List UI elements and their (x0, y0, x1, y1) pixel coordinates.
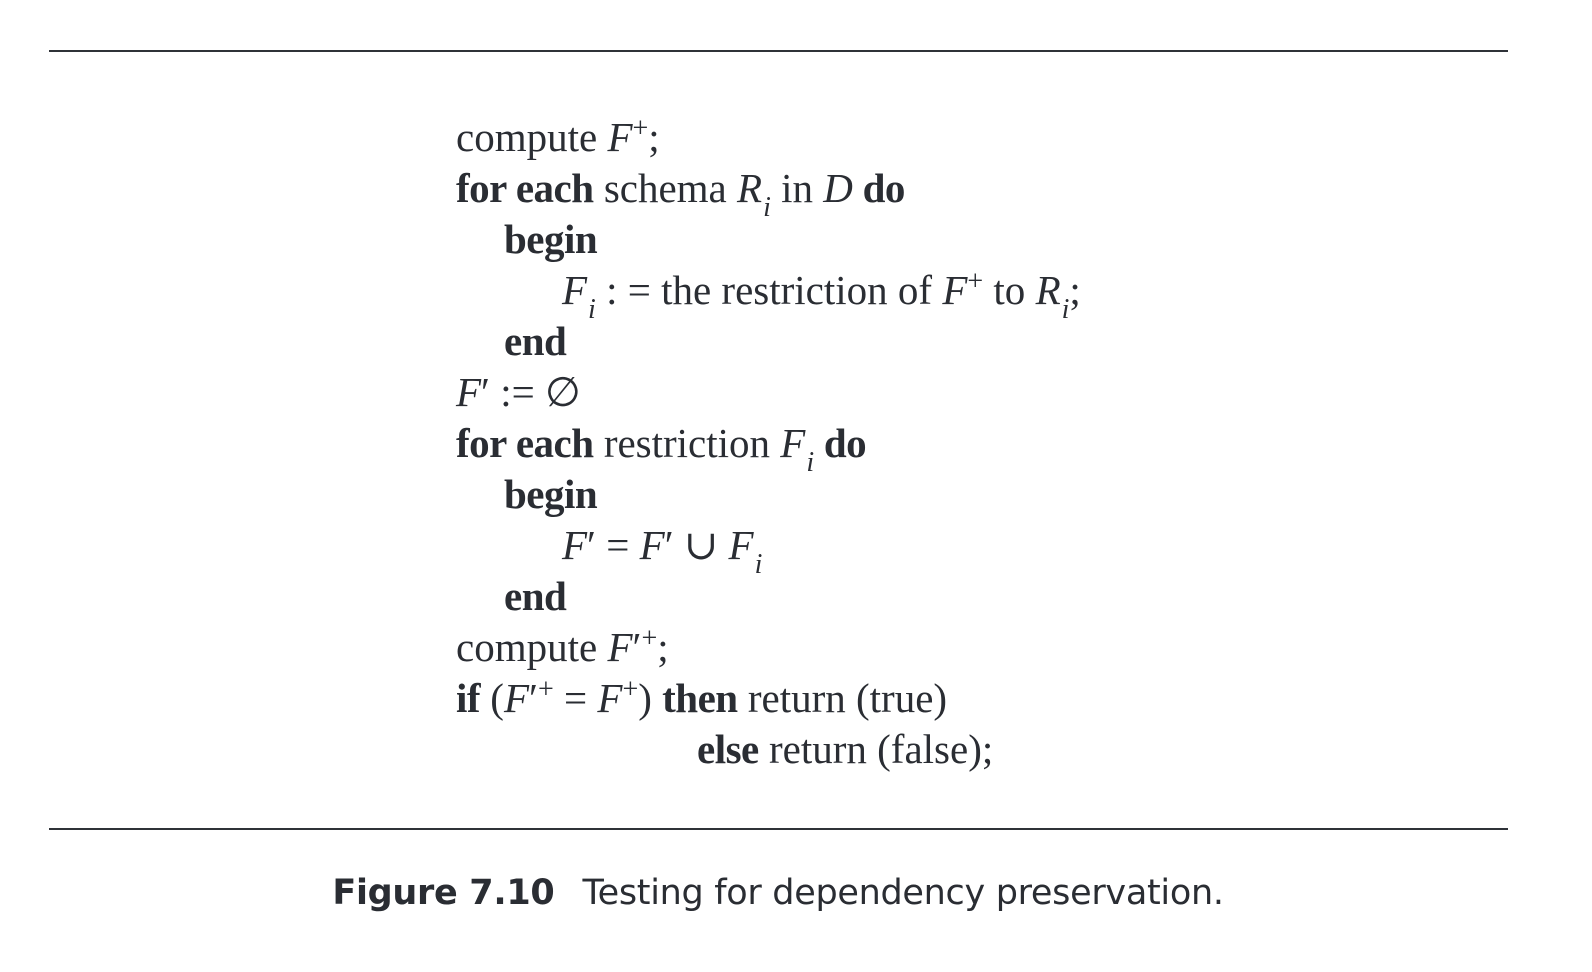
text: return (false); (758, 726, 994, 772)
text: := ∅ (490, 369, 581, 415)
algo-line-9: F′ = F′ ∪ Fi (456, 520, 1081, 580)
variable-f: F (639, 522, 665, 568)
text: = (553, 675, 598, 721)
text: compute (456, 624, 608, 670)
prime-mark: ′ (587, 522, 597, 568)
prime-mark: ′ (632, 624, 642, 670)
algorithm-block: compute F+; for each schema Ri in D do b… (456, 112, 1081, 775)
algo-line-5: end (456, 316, 1081, 367)
text: compute (456, 114, 608, 160)
text: return (true) (737, 675, 948, 721)
keyword-for-each: for each (456, 420, 594, 466)
keyword-then: then (662, 675, 738, 721)
keyword-do: do (852, 165, 906, 211)
superscript-plus: + (632, 113, 649, 144)
variable-f: F (503, 675, 529, 721)
keyword-do: do (814, 420, 867, 466)
text: = (596, 522, 640, 568)
algo-line-7: for each restriction Fi do (456, 418, 1081, 478)
text: ; (1069, 267, 1081, 313)
variable-f: F (456, 369, 482, 415)
keyword-end: end (504, 573, 567, 619)
keyword-for-each: for each (456, 165, 594, 211)
variable-r: R (1035, 267, 1061, 313)
keyword-if: if (456, 675, 481, 721)
prime-mark: ′ (481, 369, 491, 415)
algo-line-12: if (F′+ = F+) then return (true) (456, 673, 1081, 724)
variable-r: R (737, 165, 763, 211)
algo-line-3: begin (456, 214, 1081, 265)
caption-text: Testing for dependency preservation. (582, 873, 1224, 913)
subscript-i: i (763, 192, 771, 223)
text: restriction (593, 420, 781, 466)
subscript-i: i (588, 294, 596, 325)
variable-f: F (728, 522, 754, 568)
algo-line-11: compute F′+; (456, 622, 1081, 673)
subscript-i: i (754, 549, 763, 580)
algo-line-10: end (456, 571, 1081, 622)
algo-line-8: begin (456, 469, 1081, 520)
algo-line-2: for each schema Ri in D do (456, 163, 1081, 223)
keyword-begin: begin (504, 471, 598, 517)
text: ; (648, 114, 660, 160)
superscript-plus: + (537, 674, 554, 705)
figure-label: Figure 7.10 (332, 873, 555, 913)
variable-f: F (562, 267, 588, 313)
prime-mark: ′ (664, 522, 674, 568)
algo-line-4: Fi : = the restriction of F+ to Ri; (456, 265, 1081, 325)
superscript-plus: + (641, 623, 658, 654)
variable-f: F (942, 267, 968, 313)
text: ∪ (673, 522, 729, 568)
algo-line-13: else return (false); (456, 724, 1081, 775)
variable-f: F (562, 522, 588, 568)
prime-mark: ′ (529, 675, 538, 721)
keyword-end: end (504, 318, 567, 364)
subscript-i: i (1061, 294, 1070, 325)
text: ( (480, 675, 504, 721)
variable-d: D (823, 165, 853, 211)
text: ; (657, 624, 669, 670)
text: : = the restriction of (595, 267, 943, 313)
superscript-plus: + (967, 266, 984, 297)
text: in (770, 165, 824, 211)
top-rule (49, 50, 1508, 52)
algo-line-1: compute F+; (456, 112, 1081, 163)
text: schema (593, 165, 738, 211)
bottom-rule (49, 828, 1508, 830)
variable-f: F (607, 114, 633, 160)
algo-line-6: F′ := ∅ (456, 367, 1081, 418)
subscript-i: i (806, 447, 815, 478)
text: ) (638, 675, 663, 721)
keyword-else: else (697, 726, 759, 772)
keyword-begin: begin (504, 216, 598, 262)
variable-f: F (597, 675, 623, 721)
variable-f: F (780, 420, 806, 466)
variable-f: F (607, 624, 633, 670)
superscript-plus: + (622, 674, 639, 705)
figure-caption: Figure 7.10 Testing for dependency preser… (0, 868, 1556, 918)
text: to (983, 267, 1036, 313)
